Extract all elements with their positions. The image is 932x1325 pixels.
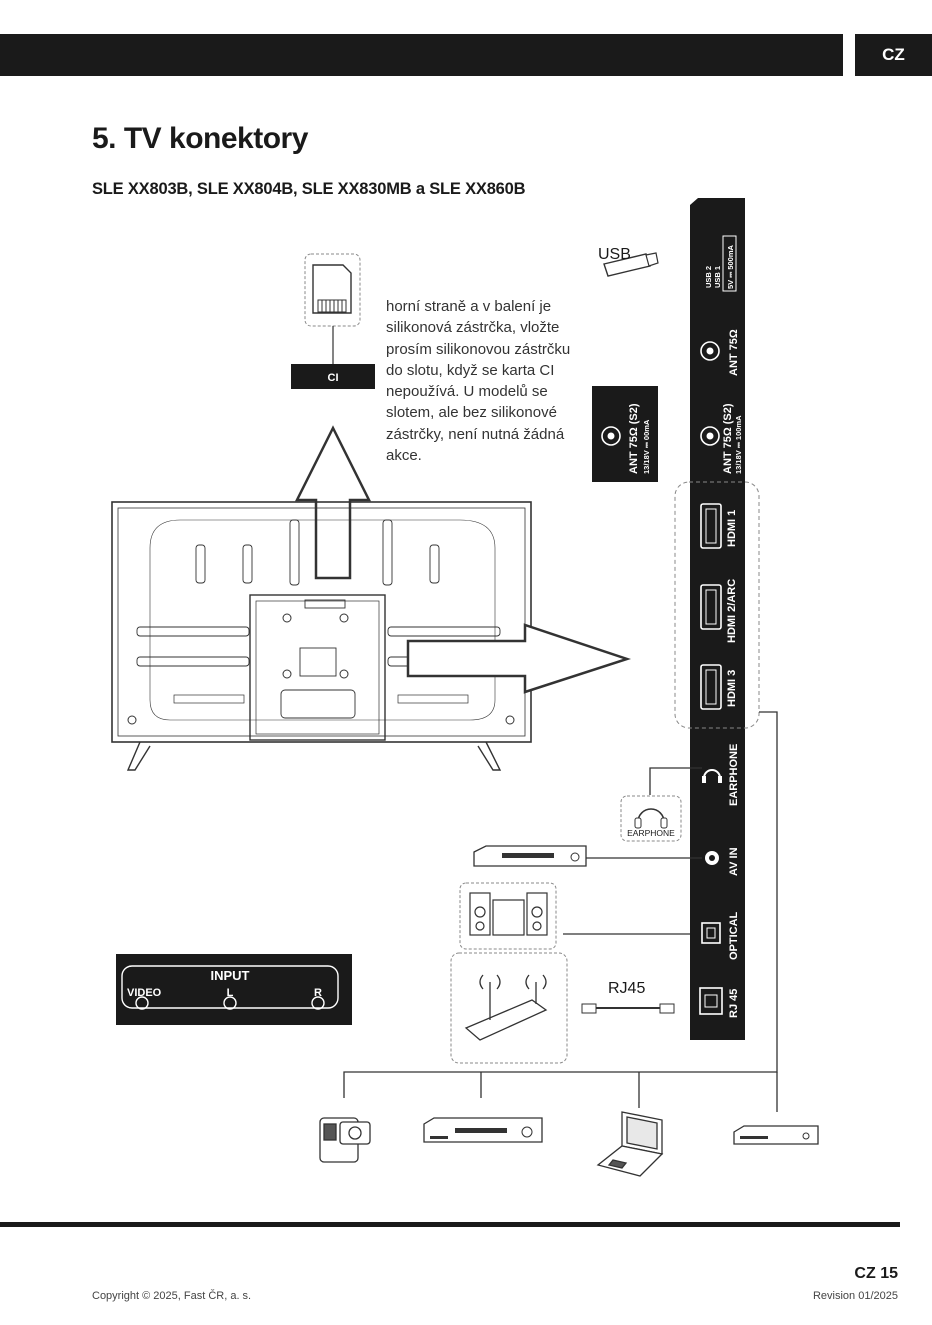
ant-s2-rating-small: 13/18V ⎓ 00mA	[642, 419, 651, 474]
ant-s2-label: ANT 75Ω (S2)	[722, 403, 734, 474]
ant-s2-label-small: ANT 75Ω (S2)	[628, 403, 640, 474]
usb-device-label: USB	[598, 246, 631, 263]
input-title: INPUT	[211, 968, 250, 983]
ci-label-box	[291, 364, 375, 389]
hdmi-group-outline	[674, 481, 760, 729]
usb-rating: 5V ⎓ 500mA	[726, 244, 735, 289]
hdmi3-label: HDMI 3	[726, 670, 738, 707]
ant-s2-jack-icon	[601, 426, 621, 446]
ci-note-line: zástrčky, není nutná žádná	[386, 425, 565, 443]
ant-s2-rating: 13/18V ⎓ 100mA	[734, 415, 743, 474]
header-bar	[0, 34, 843, 76]
optical-port-icon	[701, 922, 721, 944]
dvd-player-icon	[473, 845, 587, 867]
ant-s2-jack-icon-panel	[700, 426, 720, 446]
side-panel-arrow	[406, 623, 632, 694]
rj45-port-icon	[699, 987, 723, 1015]
ethernet-cable-icon	[581, 1003, 675, 1014]
headphones-icon	[637, 808, 665, 823]
footer-rule	[0, 1222, 900, 1227]
ci-note-line: nepoužívá. U modelů se	[386, 383, 548, 401]
input-video-label: VIDEO	[127, 987, 162, 999]
earphone-label: EARPHONE	[728, 744, 740, 806]
earphone-jack-icon	[703, 769, 721, 779]
hdmi2-port-icon	[700, 584, 722, 630]
router-icon	[464, 974, 548, 1041]
ant-label: ANT 75Ω	[728, 329, 740, 376]
input-right-label: R	[314, 987, 322, 999]
audio-right-jack-icon	[311, 996, 325, 1010]
hdmi1-label: HDMI 1	[726, 510, 738, 547]
usb-rating-box	[722, 235, 737, 292]
bluray-player-icon	[423, 1117, 543, 1143]
av-in-label: AV IN	[728, 847, 740, 876]
video-jack-icon	[135, 996, 149, 1010]
rj45-cable-label: RJ45	[608, 980, 645, 997]
hdmi2-label: HDMI 2/ARC	[726, 579, 738, 643]
models-subtitle: SLE XX803B, SLE XX804B, SLE XX830MB a SL…	[92, 180, 526, 198]
ci-slot-arrow	[294, 425, 372, 580]
camcorder-icon	[319, 1117, 371, 1163]
copyright: Copyright © 2025, Fast ČR, a. s.	[92, 1290, 252, 1302]
audio-left-jack-icon	[223, 996, 237, 1010]
ci-card-icon	[304, 253, 361, 327]
usb1-label: USB 1	[713, 266, 722, 288]
ci-note-line: slotem, ale bez silikonové	[386, 404, 557, 422]
ci-note-line: akce.	[386, 447, 422, 465]
usb-stick-icon	[603, 252, 659, 277]
revision: Revision 01/2025	[812, 1290, 898, 1302]
usb2-label: USB 2	[704, 266, 713, 288]
page-number: CZ 15	[854, 1265, 898, 1282]
ci-note-line: do slotu, když se karta CI	[386, 361, 555, 379]
laptop-icon	[596, 1111, 664, 1177]
hdmi1-port-icon	[700, 503, 722, 549]
router-outline	[450, 952, 568, 1064]
ci-note-line: silikonová zástrčka, vložte	[386, 319, 560, 337]
ant-jack-icon	[700, 341, 720, 361]
hifi-system-icon	[469, 892, 548, 936]
earphone-device-label: EARPHONE	[627, 828, 675, 838]
section-title: 5. TV konektory	[92, 122, 308, 155]
set-top-box-icon	[733, 1125, 819, 1145]
side-connector-panel	[690, 198, 745, 1040]
optical-label: OPTICAL	[728, 911, 740, 960]
ci-label: CI	[328, 372, 339, 384]
hdmi3-port-icon	[700, 664, 722, 710]
rj45-label: RJ 45	[728, 989, 740, 1018]
input-left-label: L	[227, 987, 234, 999]
tv-back-illustration	[111, 501, 532, 771]
language-tab: CZ	[855, 34, 932, 76]
ci-note: horní straně a v balení je silikonová zá…	[386, 296, 596, 466]
hifi-outline	[459, 882, 557, 950]
ci-note-line: horní straně a v balení je	[386, 298, 552, 315]
ci-note-line: prosím silikonovou zástrčku	[386, 340, 571, 358]
